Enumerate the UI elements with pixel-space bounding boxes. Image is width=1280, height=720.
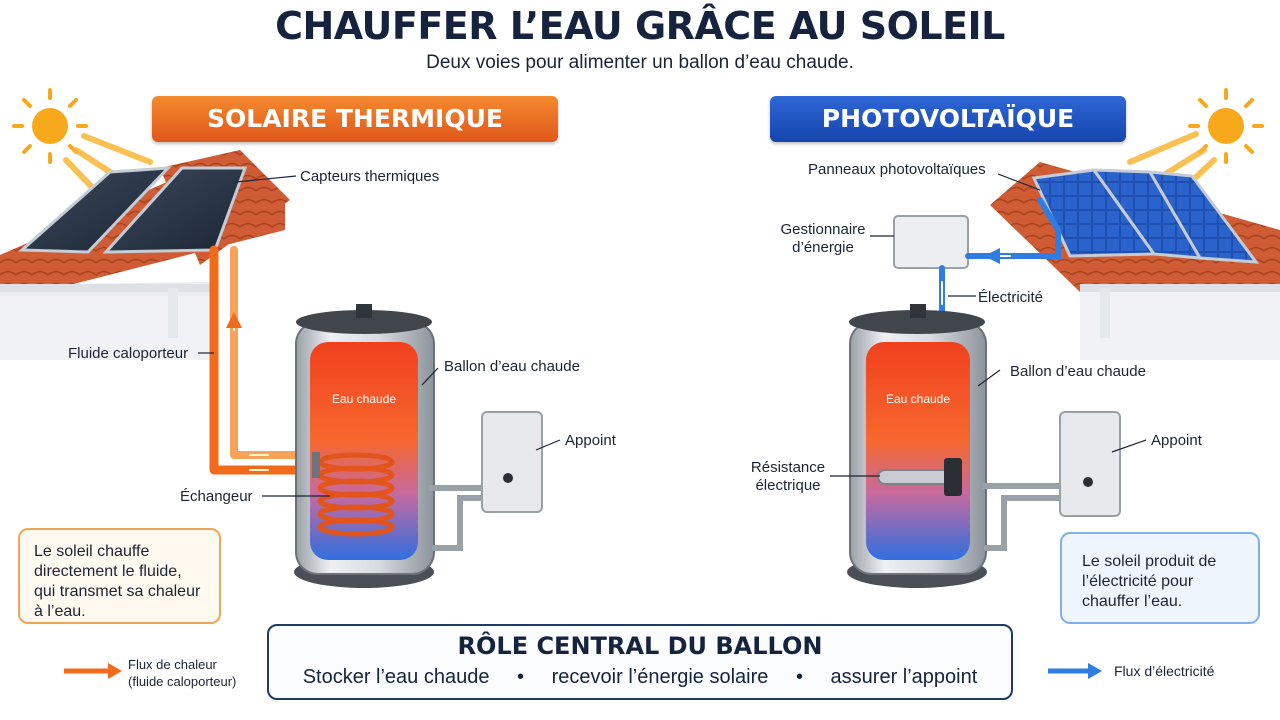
central-item-receive: recevoir l’énergie solaire [551, 666, 769, 688]
separator-dot: • [795, 666, 803, 688]
sun-icon-left [12, 88, 153, 207]
electric-resistance [877, 458, 962, 496]
label-energy-manager-line2: d’énergie [792, 239, 854, 256]
label-hot-water-right: Eau chaude [885, 392, 951, 406]
central-role-items: Stocker l’eau chaude • recevoir l’énergi… [269, 666, 1011, 689]
label-resistance-line1: Résistance [750, 459, 826, 476]
legend-heat-line2: (fluide caloporteur) [128, 674, 237, 689]
electric-flow-legend-arrow [1048, 663, 1102, 679]
page-subtitle: Deux voies pour alimenter un ballon d’ea… [426, 52, 854, 73]
heat-fluid-pipes [209, 245, 323, 475]
central-role-box: RÔLE CENTRAL DU BALLON Stocker l’eau cha… [267, 624, 1013, 700]
page-title: CHAUFFER L’EAU GRÂCE AU SOLEIL [275, 4, 1005, 48]
label-hot-water-left: Eau chaude [331, 392, 397, 406]
energy-manager-box [893, 215, 969, 269]
label-resistance-line2: électrique [755, 477, 821, 494]
label-electric-resistance: Résistance électrique [736, 459, 840, 495]
label-energy-manager: Gestionnaire d’énergie [770, 221, 876, 257]
thermal-explanation-note: Le soleil chauffe directement le fluide,… [18, 528, 221, 624]
heat-flow-legend-arrow [64, 663, 122, 679]
electricity-lines [939, 197, 1061, 321]
label-tank-left: Ballon d’eau chaude [444, 358, 580, 375]
central-item-backup: assurer l’appoint [830, 666, 978, 688]
central-item-store: Stocker l’eau chaude [302, 666, 490, 688]
label-electricity: Électricité [978, 289, 1044, 306]
label-heat-fluid: Fluide caloporteur [68, 345, 189, 362]
hot-water-tank-right [847, 304, 987, 588]
hot-water-tank-left [294, 304, 435, 588]
label-thermal-collectors: Capteurs thermiques [300, 168, 440, 185]
photovoltaic-heading: PHOTOVOLTAÏQUE [770, 96, 1126, 142]
label-energy-manager-line1: Gestionnaire [780, 221, 866, 238]
legend-heat-line1: Flux de chaleur [128, 657, 217, 672]
legend-electric-flow: Flux d’électricité [1114, 663, 1215, 679]
label-tank-right: Ballon d’eau chaude [1010, 363, 1146, 380]
heat-exchanger-coil [317, 452, 395, 537]
separator-dot: • [517, 666, 525, 688]
label-pv-panels: Panneaux photovoltaïques [808, 161, 986, 178]
legend-heat-flow: Flux de chaleur (fluide caloporteur) [128, 656, 236, 690]
solar-thermal-heading: SOLAIRE THERMIQUE [152, 96, 558, 142]
backup-heater-right [982, 411, 1121, 551]
label-exchanger: Échangeur [180, 488, 253, 505]
thermal-collectors [18, 166, 248, 254]
central-role-title: RÔLE CENTRAL DU BALLON [457, 632, 823, 660]
label-backup-right: Appoint [1151, 432, 1202, 449]
pv-explanation-note: Le soleil produit de l’électricité pour … [1060, 532, 1260, 624]
label-backup-left: Appoint [565, 432, 616, 449]
backup-heater-left [428, 411, 543, 551]
photovoltaic-panels [1031, 168, 1260, 264]
